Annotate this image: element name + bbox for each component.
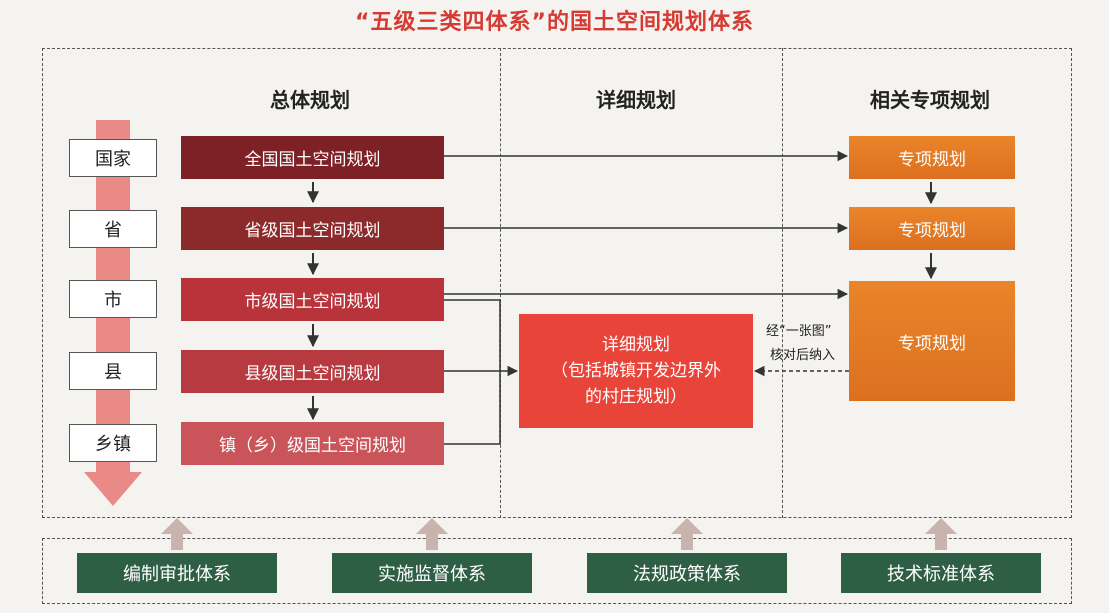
level-county: 县 [69,352,157,390]
special-plan-3: 专项规划 [849,281,1015,401]
level-province: 省 [69,210,157,248]
plan-county: 县级国土空间规划 [181,350,444,393]
diagram-title: “五级三类四体系”的国土空间规划体系 [355,10,754,35]
column-header-special: 相关专项规划 [870,88,990,112]
system-compilation-approval: 编制审批体系 [77,553,277,593]
system-support-arrows [161,518,957,550]
divider-detailed-special [782,48,783,518]
plan-national: 全国国土空间规划 [181,136,444,179]
main-frame [42,48,1072,518]
plan-province: 省级国土空间规划 [181,207,444,250]
special-plan-2: 专项规划 [849,207,1015,250]
column-header-detailed: 详细规划 [596,88,676,112]
divider-overall-detailed [500,48,501,518]
level-national: 国家 [69,139,157,177]
column-header-overall: 总体规划 [270,88,350,112]
systems-frame [42,538,1072,604]
bracket-city-town [444,299,501,445]
level-town: 乡镇 [69,424,157,462]
detailed-plan-line3: 的村庄规划） [585,387,687,407]
detailed-plan-box: 详细规划 （包括城镇开发边界外 的村庄规划） [519,314,753,428]
system-implementation-supervision: 实施监督体系 [332,553,532,593]
note-line2: 核对后纳入 [770,348,836,363]
special-plan-1: 专项规划 [849,136,1015,179]
plan-town: 镇（乡）级国土空间规划 [181,422,444,465]
detailed-plan-line2: （包括城镇开发边界外 [551,361,721,381]
level-city: 市 [69,280,157,318]
system-technical-standards: 技术标准体系 [841,553,1041,593]
note-line1: 经“一张图” [766,324,832,339]
detailed-plan-line1: 详细规划 [602,335,670,355]
system-laws-policies: 法规政策体系 [587,553,787,593]
plan-city: 市级国土空间规划 [181,278,444,321]
